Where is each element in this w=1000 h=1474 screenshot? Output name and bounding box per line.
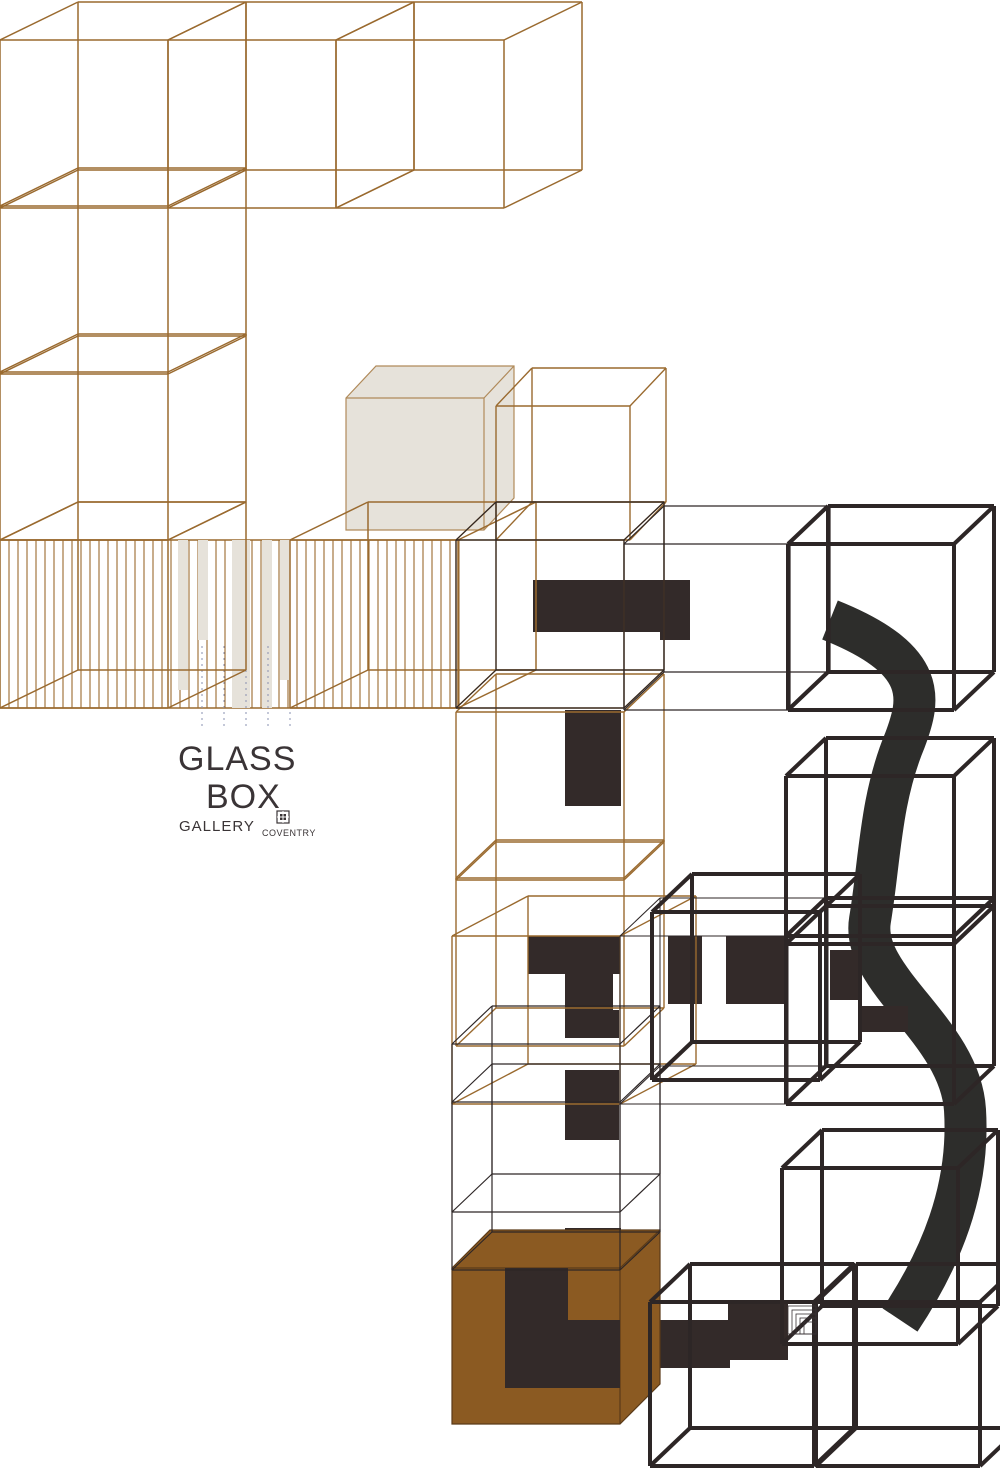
cube-icon [276, 810, 290, 824]
nested-squares-detail [787, 1305, 817, 1335]
pale-slats [178, 540, 290, 708]
wire-cube [814, 1262, 1000, 1468]
wire-cube [451, 1005, 661, 1213]
wire-cube [0, 167, 247, 375]
logo-word-glass: GLASS [178, 740, 297, 778]
wire-cube [780, 1128, 1000, 1346]
wire-cube [786, 504, 996, 712]
slat-band [0, 540, 460, 708]
wire-cube [335, 1, 583, 209]
logo-word-gallery: GALLERY [179, 818, 255, 835]
wire-cube [0, 333, 247, 541]
wire-cube [451, 895, 697, 1105]
wire-cube [455, 839, 665, 1047]
gallery-logo: GLASS BOX GALLERY COVENTRY [168, 740, 328, 840]
wire-cube [167, 1, 415, 209]
wire-cube [289, 501, 537, 709]
wire-cube [495, 367, 667, 541]
logo-word-coventry: COVENTRY [262, 828, 316, 838]
pale-cube [345, 365, 515, 531]
wire-cube [784, 896, 996, 1106]
slat-frame [0, 539, 460, 709]
gold-filled-cube [451, 1229, 661, 1425]
wire-cube [0, 501, 247, 709]
wire-cube [650, 872, 862, 1082]
wire-cube [455, 673, 665, 881]
wire-cube [0, 1, 247, 209]
logo-word-box: BOX [206, 778, 281, 816]
